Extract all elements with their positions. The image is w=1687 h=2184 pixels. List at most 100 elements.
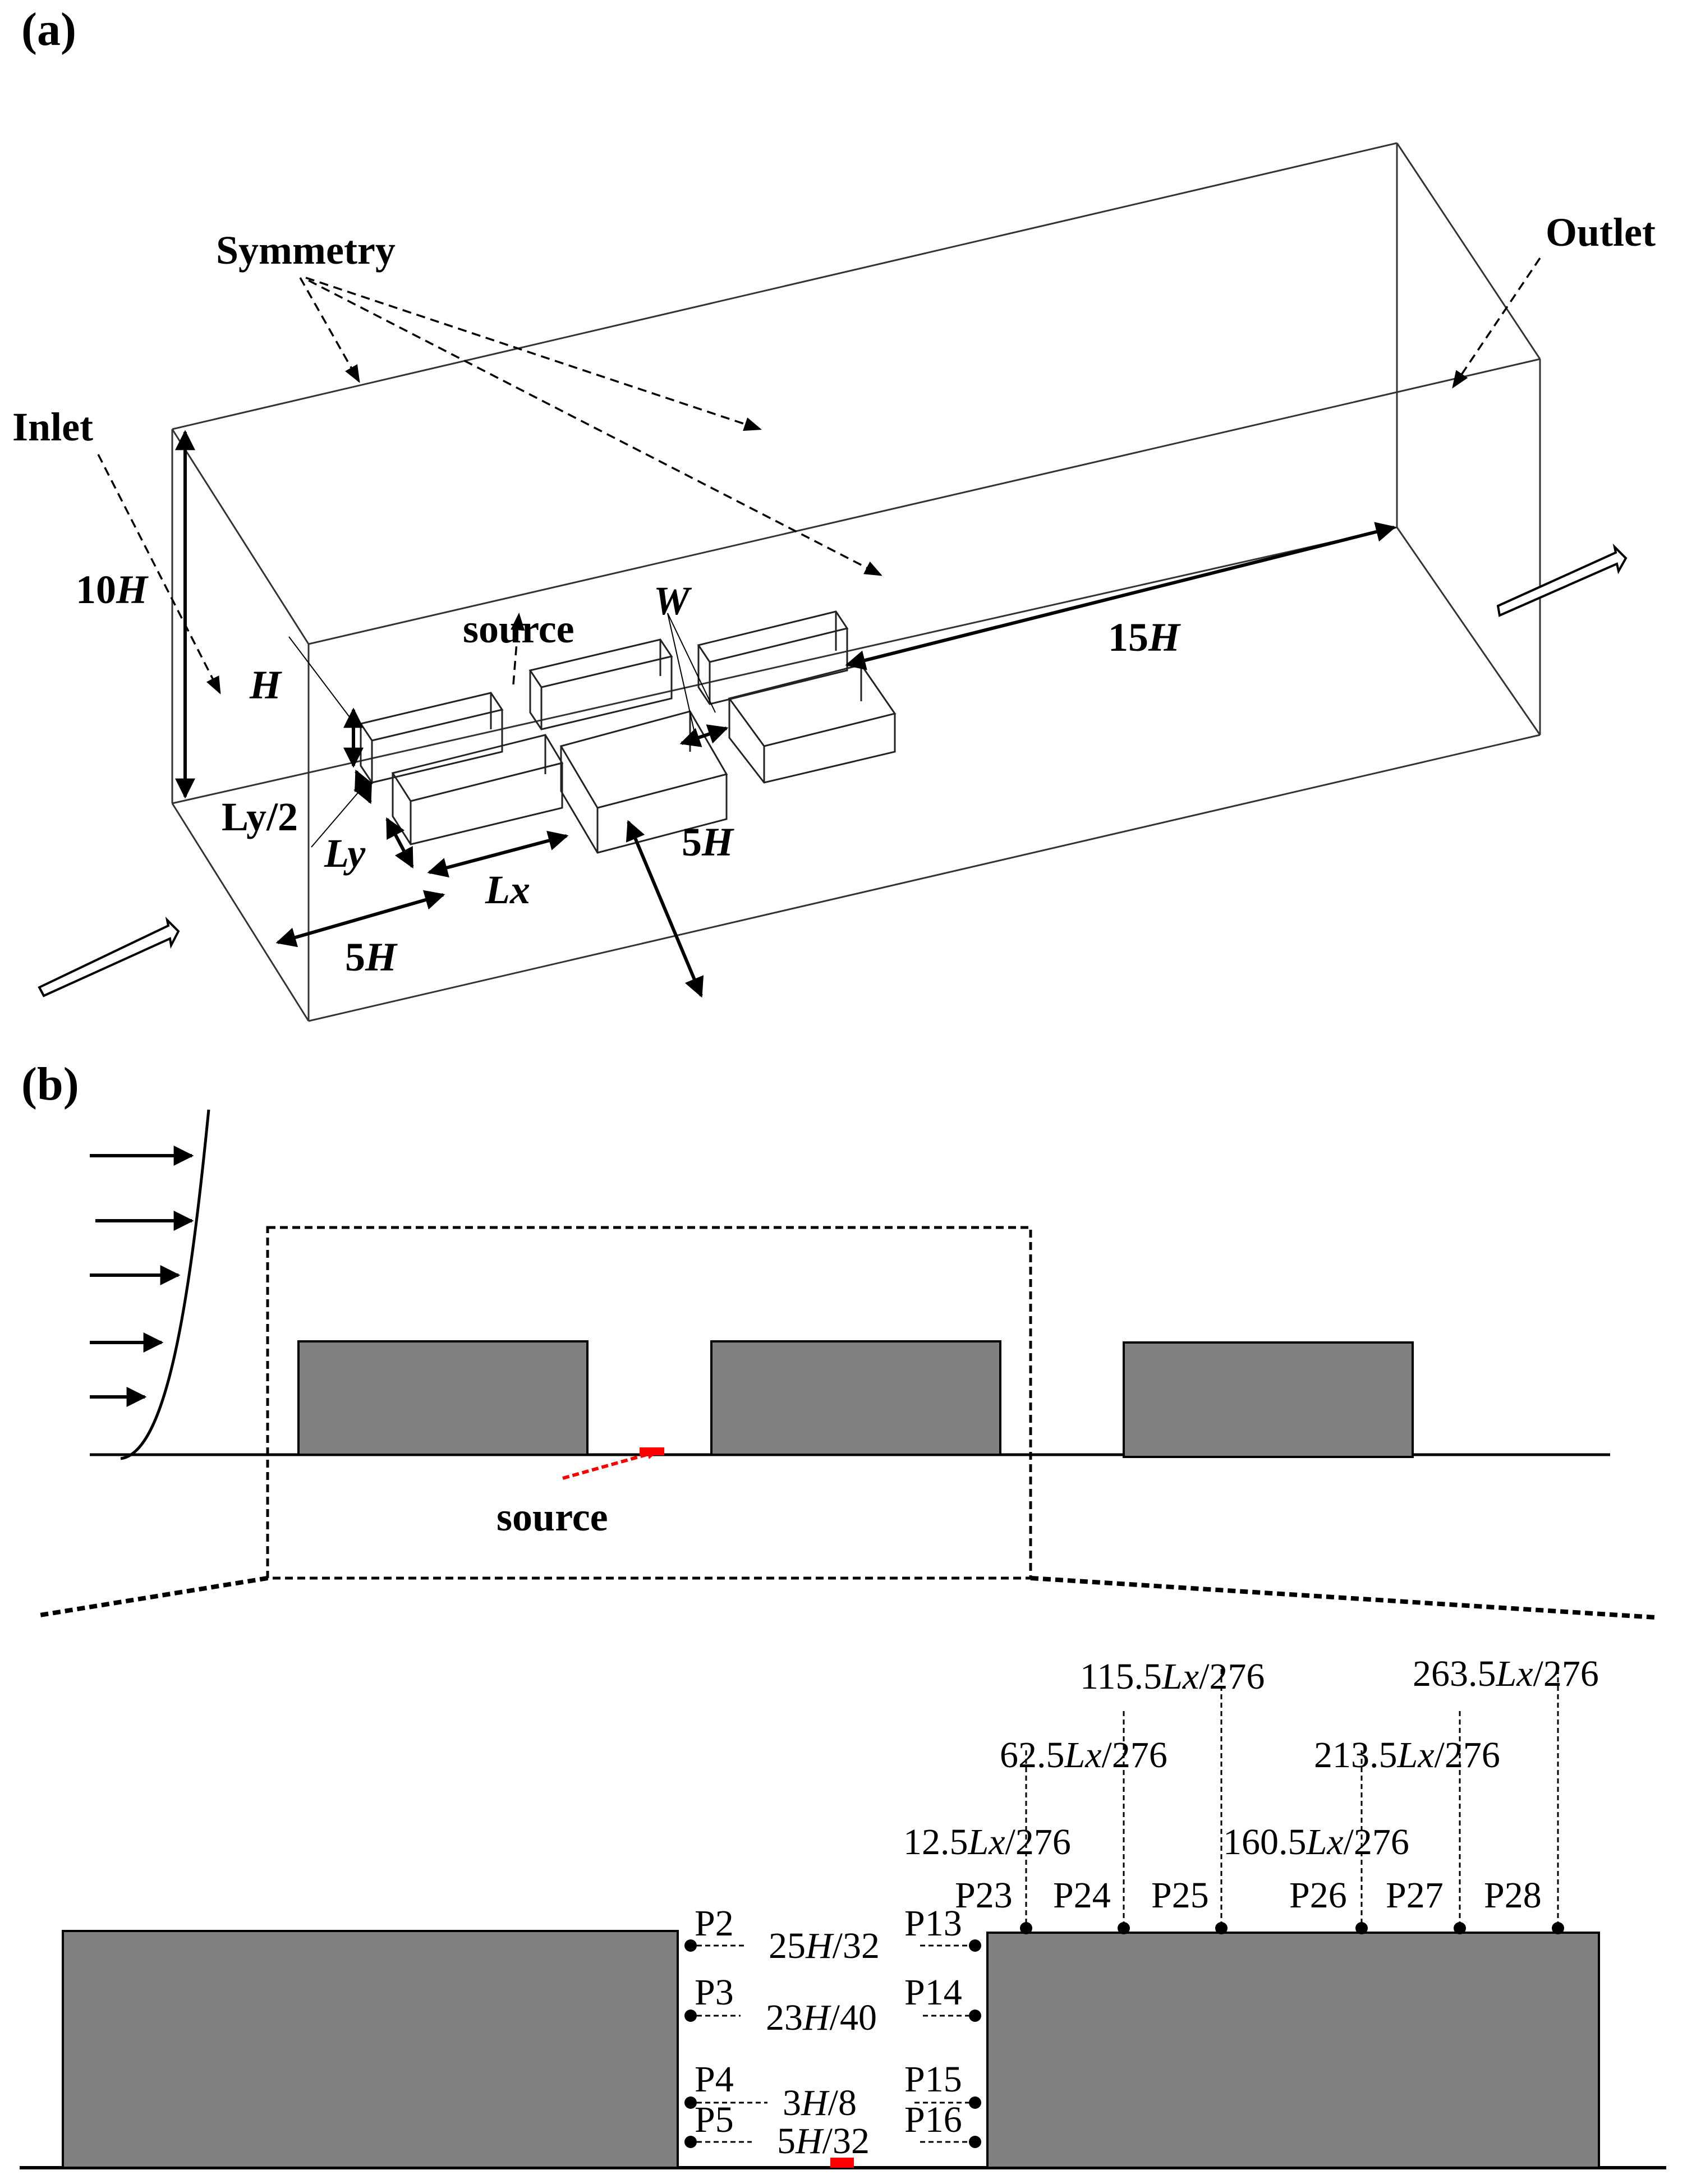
inlet-annotation: Inlet <box>12 404 221 695</box>
dimension-lx-label: Lx <box>485 867 530 912</box>
point-label: P3 <box>695 1972 734 2013</box>
position-label: 213.5Lx/276 <box>1314 1735 1500 1776</box>
fraction-label: 5H/32 <box>777 2121 870 2162</box>
position-label: 62.5Lx/276 <box>1000 1735 1167 1776</box>
dimension-w-label: W <box>654 578 692 623</box>
outlet-annotation: Outlet <box>1452 210 1656 389</box>
measure-point <box>969 2096 981 2109</box>
inflow-arrow-icon <box>38 916 180 997</box>
dimension-5h-lateral-label: 5H <box>682 820 734 865</box>
symmetry-arrow-top <box>299 277 360 383</box>
buildings-3d <box>359 610 897 854</box>
symmetry-label: Symmetry <box>216 228 396 273</box>
dimension-h-label: H <box>249 663 282 707</box>
point-label: P23 <box>955 1875 1013 1916</box>
measure-point <box>684 1939 697 1952</box>
point-label: P14 <box>904 1972 962 2013</box>
measure-point <box>684 2010 697 2022</box>
roof-points: P23 P24 P25 P26 P27 P28 <box>955 1669 1564 1934</box>
measure-point <box>1552 1922 1564 1934</box>
point-label: P4 <box>695 2059 734 2100</box>
detail-source-marker <box>830 2158 854 2168</box>
domain-edge <box>171 803 310 1022</box>
dimension-15h-arrow <box>845 522 1396 670</box>
domain-edge <box>1396 142 1541 360</box>
source-label-3d: source <box>463 606 574 651</box>
position-label: 115.5Lx/276 <box>1080 1656 1265 1697</box>
measure-point <box>969 2136 981 2148</box>
zoom-guide-left <box>36 1576 268 1618</box>
measure-point <box>1355 1922 1368 1934</box>
point-label: P28 <box>1484 1875 1542 1916</box>
dimension-5h-upstream-arrow <box>275 890 445 948</box>
point-label: P16 <box>904 2099 962 2140</box>
height-fractions: 25H/32 23H/40 3H/8 5H/32 <box>766 1925 880 2162</box>
outflow-arrow-icon <box>1496 543 1628 617</box>
fraction-label: 3H/8 <box>783 2082 857 2123</box>
measure-point <box>1020 1922 1032 1934</box>
dimension-lx-arrow <box>427 830 569 878</box>
computational-domain <box>171 142 1541 1022</box>
position-label: 160.5Lx/276 <box>1223 1822 1409 1863</box>
measure-point <box>969 1939 981 1952</box>
building-2 <box>710 1340 1001 1456</box>
measure-point <box>969 2010 981 2022</box>
detail-building-right <box>986 1932 1600 2169</box>
velocity-profile-curve <box>120 1109 210 1460</box>
point-label: P15 <box>904 2059 962 2100</box>
position-label: 12.5Lx/276 <box>903 1822 1071 1863</box>
inlet-arrow <box>97 454 221 695</box>
source-arrow-3d <box>511 612 525 685</box>
measure-point <box>1118 1922 1130 1934</box>
domain-edge <box>1396 527 1541 735</box>
dimension-h-leader <box>288 636 355 724</box>
domain-edge <box>172 526 1398 804</box>
building-3 <box>1123 1341 1414 1458</box>
dimension-5h-upstream-label: 5H <box>345 935 398 980</box>
building-row1-b <box>528 638 673 730</box>
point-label: P5 <box>695 2099 734 2140</box>
dimension-ly-half-arrow <box>353 769 373 804</box>
measure-point <box>1454 1922 1466 1934</box>
zoom-window <box>266 1226 1032 1580</box>
point-label: P26 <box>1289 1875 1347 1916</box>
point-label: P13 <box>904 1903 962 1944</box>
detail-building-left <box>62 1930 679 2169</box>
outlet-arrow <box>1452 258 1541 389</box>
domain-edge <box>308 734 1541 1022</box>
dimension-ly-half-label: Ly/2 <box>222 794 298 839</box>
building-1 <box>297 1340 589 1456</box>
measure-point <box>1215 1922 1228 1934</box>
dimension-15h-label: 15H <box>1108 615 1181 660</box>
point-label: P2 <box>695 1903 734 1944</box>
source-label: source <box>497 1495 608 1539</box>
dimension-10h-label: 10H <box>76 567 149 612</box>
dimension-ly-half-leader <box>311 788 362 848</box>
building-row1-a <box>359 692 504 784</box>
measure-point <box>684 2096 697 2109</box>
domain-edge <box>308 358 1541 645</box>
symmetry-annotation: Symmetry <box>216 228 882 576</box>
panel-a-label: (a) <box>21 3 76 56</box>
panel-b: (b) source <box>21 1058 1656 1620</box>
building-row2-a <box>391 734 564 845</box>
right-wall-points: P13 P14 P15 P16 <box>904 1903 981 2148</box>
fraction-label: 23H/40 <box>766 1997 877 2038</box>
panel-a: (a) <box>12 3 1656 1022</box>
panel-b-label: (b) <box>21 1058 79 1110</box>
position-label: 263.5Lx/276 <box>1413 1653 1599 1694</box>
building-row2-c <box>728 664 897 784</box>
point-label: P24 <box>1053 1875 1111 1916</box>
symmetry-arrow-side <box>308 279 882 576</box>
dimension-ly-arrow <box>385 817 414 869</box>
point-label: P27 <box>1386 1875 1444 1916</box>
domain-edge <box>171 429 310 645</box>
roof-position-labels: 12.5Lx/276 62.5Lx/276 115.5Lx/276 160.5L… <box>903 1653 1599 1863</box>
building-row1-c <box>697 610 849 705</box>
dimension-w-leader <box>667 613 716 713</box>
symmetry-arrow-top-face <box>305 277 762 431</box>
point-label: P25 <box>1151 1875 1209 1916</box>
source-arrow <box>562 1449 658 1480</box>
left-wall-points: P2 P3 P4 P5 <box>684 1903 767 2148</box>
